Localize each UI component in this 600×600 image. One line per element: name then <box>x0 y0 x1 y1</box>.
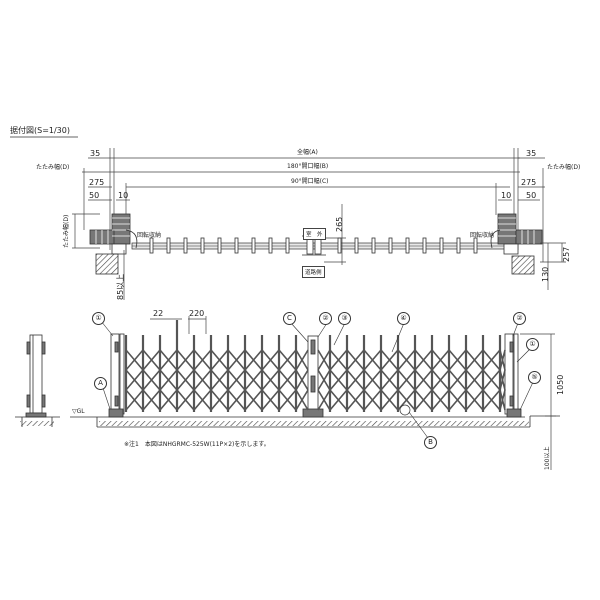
dim-right-130: 130 <box>541 266 550 282</box>
drawing-title: 据付図(S=1/30) <box>10 126 70 135</box>
callout-2-center: ② <box>319 312 332 325</box>
plan-right-stack <box>490 213 543 255</box>
full-width-label: 全幅(A) <box>297 149 318 156</box>
opening-90-label: 90°開口幅(C) <box>291 178 329 185</box>
fold-width-left-label: たたみ幅(D) <box>36 164 70 171</box>
fold-width-right-label: たたみ幅(D) <box>547 164 581 171</box>
dim-100: 100以上 <box>544 446 551 470</box>
left-leaf-bars <box>124 320 298 412</box>
dim-right-275: 275 <box>521 178 537 187</box>
dim-left-275: 275 <box>89 178 105 187</box>
dim-right-50: 50 <box>526 191 537 200</box>
callout-c: C <box>283 312 296 325</box>
dim-center-265: 265 <box>335 216 344 232</box>
right-leaf-bars <box>328 335 502 412</box>
ground-level-label: ▽GL <box>72 408 85 415</box>
right-end-post <box>504 333 522 418</box>
elevation-ground <box>70 415 560 428</box>
lattice-diagonals <box>125 348 506 412</box>
callout-5: ⑤ <box>528 371 541 384</box>
opening-180-label: 180°開口幅(B) <box>287 163 329 170</box>
dim-22: 22 <box>153 309 164 318</box>
dim-right-35: 35 <box>526 149 537 158</box>
dim-220: 220 <box>189 309 205 318</box>
dim-left-35: 35 <box>90 149 101 158</box>
plan-left-stack <box>89 213 138 255</box>
dim-left-10: 10 <box>118 191 129 200</box>
callout-4: ④ <box>397 312 410 325</box>
swing-storage-right-label: 回転収納 <box>470 232 495 239</box>
dim-right-10: 10 <box>501 191 512 200</box>
callout-1-left: ① <box>92 312 105 325</box>
center-lock-post <box>302 335 324 418</box>
callout-b: B <box>424 436 437 449</box>
right-foundation <box>511 255 535 275</box>
dim-1050: 1050 <box>556 374 565 395</box>
side-view <box>15 334 60 427</box>
callout-a: A <box>94 377 107 390</box>
left-end-post <box>108 333 125 418</box>
dim-left-85: 85以上 <box>116 273 125 300</box>
left-foundation <box>95 253 119 275</box>
callout-3: ③ <box>338 312 351 325</box>
drawing-note: ※注1 本図はNHGRMC-525W(11P×2)を示します。 <box>124 441 270 448</box>
plan-rail-posts <box>149 237 478 254</box>
plan-dimension-lines <box>82 148 545 262</box>
dim-left-50: 50 <box>89 191 100 200</box>
outdoor-side-box: 室 外 <box>303 228 326 240</box>
callout-2-right: ② <box>513 312 526 325</box>
road-side-box: 道路側 <box>302 266 325 278</box>
swing-storage-left-label: 回転収納 <box>137 232 162 239</box>
fold-width-vertical-label: たたみ幅(D) <box>63 214 70 248</box>
callout-1-right: ① <box>526 338 539 351</box>
dim-right-257: 257 <box>562 246 571 262</box>
